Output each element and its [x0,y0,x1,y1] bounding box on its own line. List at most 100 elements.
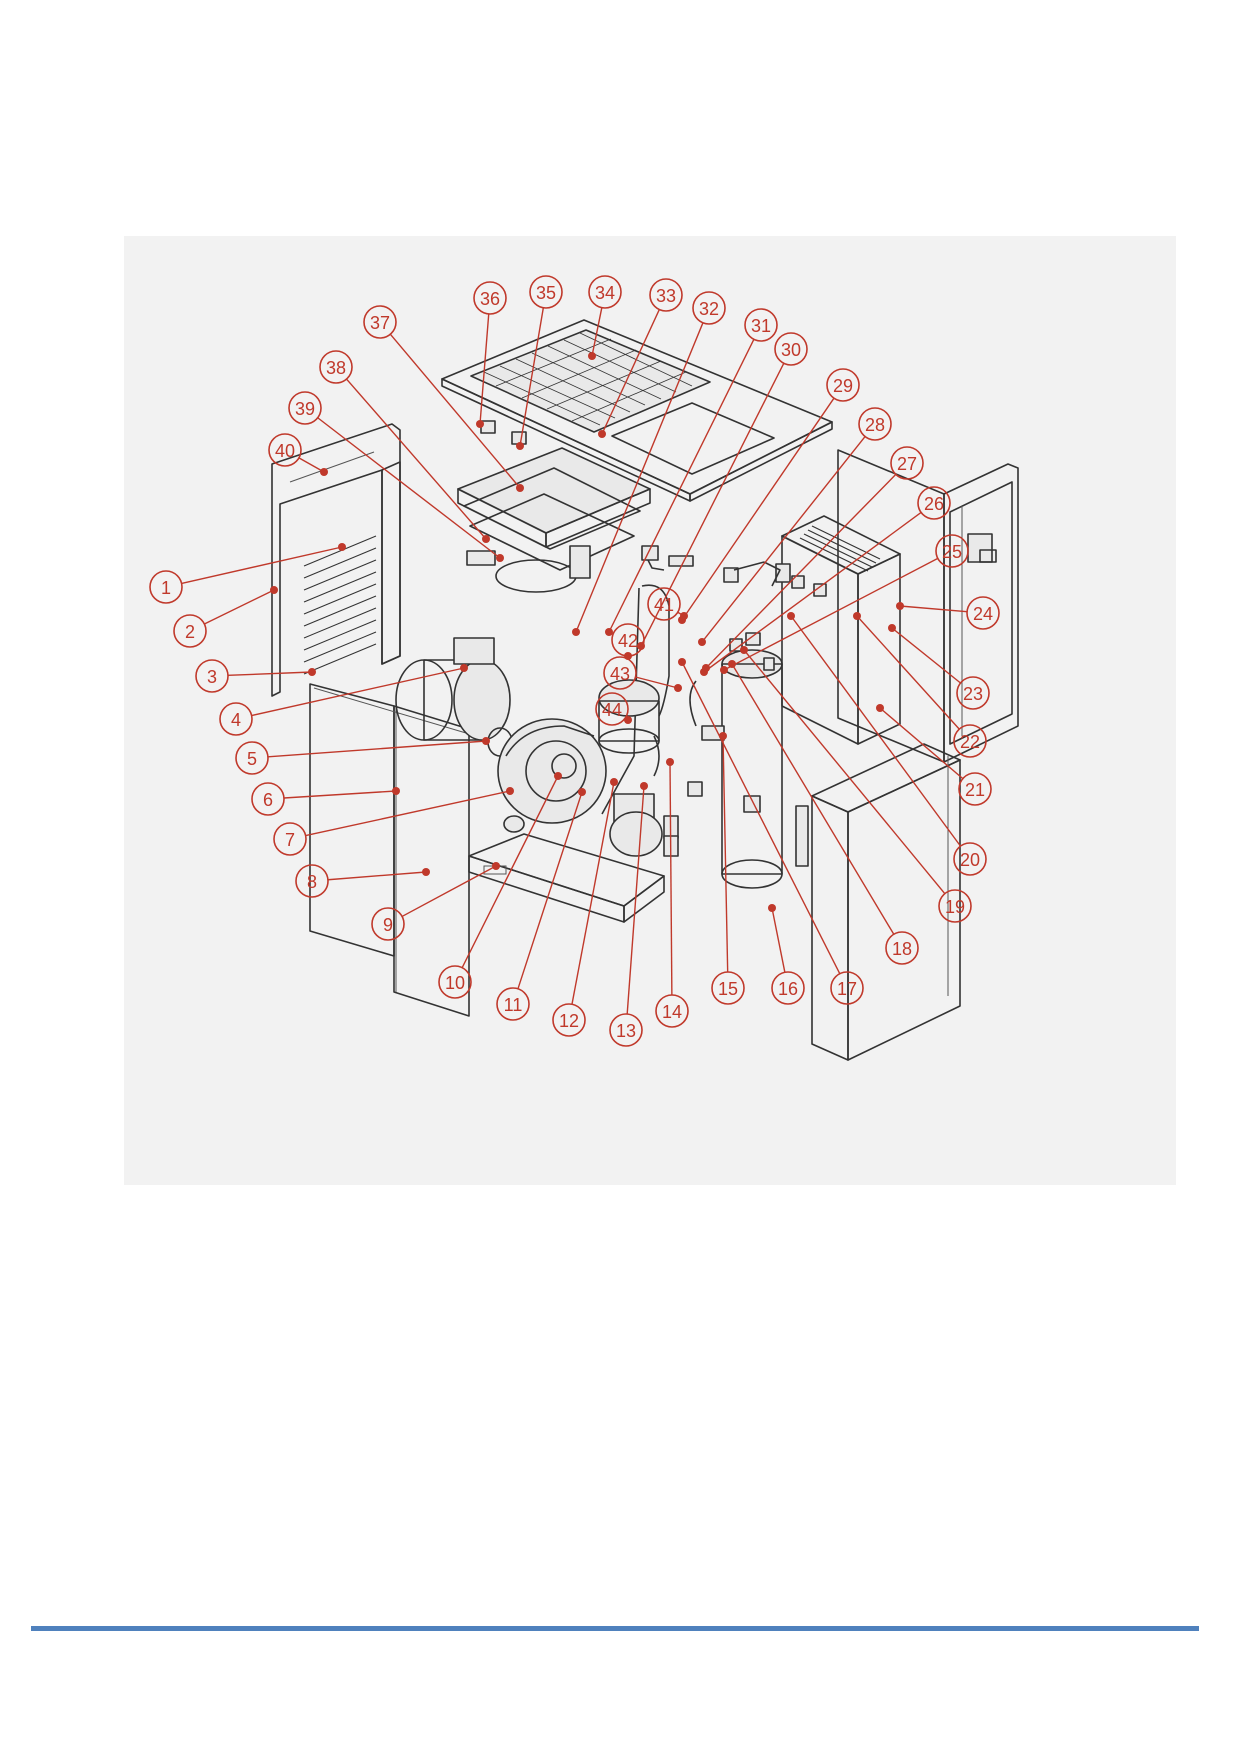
callout-26: 26 [917,486,951,520]
callout-number-27: 27 [897,454,917,474]
callout-number-39: 39 [295,399,315,419]
leader-dot-39 [496,554,504,562]
leader-dot-41 [680,612,688,620]
callout-number-25: 25 [942,542,962,562]
callout-37: 37 [363,305,397,339]
leader-dot-32 [572,628,580,636]
leader-dot-28 [698,638,706,646]
leader-dot-14 [666,758,674,766]
callout-41: 41 [647,587,681,621]
leader-line-35 [519,307,545,447]
leader-line-39 [317,417,501,559]
cooler-assembly [457,447,651,593]
leader-line-26 [703,511,922,673]
leader-dot-9 [492,862,500,870]
callout-25: 25 [935,534,969,568]
callout-circle-8 [295,864,329,898]
leader-line-17 [681,661,841,975]
leader-line-7 [305,790,511,837]
callout-number-33: 33 [656,286,676,306]
callout-number-24: 24 [973,604,993,624]
leader-line-15 [722,735,729,973]
leader-line-40 [298,457,325,473]
callout-circle-24 [966,596,1000,630]
leader-dot-20 [787,612,795,620]
leader-line-34 [591,307,603,357]
callout-19: 19 [938,889,972,923]
callout-circle-4 [219,702,253,736]
callout-11: 11 [496,987,530,1021]
leader-dot-36 [476,420,484,428]
callout-number-6: 6 [263,790,273,810]
callout-8: 8 [295,864,329,898]
callout-circle-38 [319,350,353,384]
callout-number-28: 28 [865,415,885,435]
leader-dot-25 [720,666,728,674]
callout-circle-21 [958,772,992,806]
callout-7: 7 [273,822,307,856]
leader-dot-38 [482,535,490,543]
callout-4: 4 [219,702,253,736]
callout-number-30: 30 [781,340,801,360]
callout-circle-36 [473,281,507,315]
callout-3: 3 [195,659,229,693]
leader-dot-11 [578,788,586,796]
leader-dot-1 [338,543,346,551]
callout-number-19: 19 [945,897,965,917]
callout-16: 16 [771,971,805,1005]
leader-dot-18 [728,660,736,668]
leader-dot-21 [876,704,884,712]
callout-number-15: 15 [718,979,738,999]
callout-21: 21 [958,772,992,806]
callout-number-22: 22 [960,732,980,752]
callout-number-2: 2 [185,622,195,642]
callout-number-16: 16 [778,979,798,999]
leader-line-23 [891,627,961,684]
callout-circle-13 [609,1013,643,1047]
leader-line-5 [267,740,487,758]
callout-circle-40 [268,433,302,467]
callout-circle-18 [885,931,919,965]
right-side-panel [795,743,961,1061]
callout-27: 27 [890,446,924,480]
callout-5: 5 [235,741,269,775]
callout-circle-30 [774,332,808,366]
leader-line-10 [461,775,559,969]
callout-circle-23 [956,676,990,710]
callout-circle-31 [744,308,778,342]
leader-dot-16 [768,904,776,912]
leader-dot-40 [320,468,328,476]
callout-circle-7 [273,822,307,856]
callout-circle-3 [195,659,229,693]
leader-dot-7 [506,787,514,795]
leader-line-2 [204,589,275,625]
callout-circle-2 [173,614,207,648]
leader-dot-6 [392,787,400,795]
leader-dot-2 [270,586,278,594]
callout-circle-9 [371,907,405,941]
leader-dot-43 [674,684,682,692]
leader-dot-27 [702,664,710,672]
callout-circle-14 [655,994,689,1028]
callout-circle-17 [830,971,864,1005]
leader-line-28 [701,436,866,643]
callout-circle-10 [438,965,472,999]
callout-number-14: 14 [662,1002,682,1022]
callout-number-8: 8 [307,872,317,892]
leader-dot-22 [853,612,861,620]
callout-circle-15 [711,971,745,1005]
callout-number-44: 44 [602,700,622,720]
callout-1: 1 [149,570,183,604]
leader-line-4 [251,667,465,717]
callout-number-4: 4 [231,710,241,730]
callout-circle-16 [771,971,805,1005]
leader-line-24 [899,605,968,613]
callout-42: 42 [611,623,645,657]
callout-6: 6 [251,782,285,816]
callout-number-43: 43 [610,664,630,684]
callout-9: 9 [371,907,405,941]
callout-13: 13 [609,1013,643,1047]
leader-line-29 [681,397,835,621]
